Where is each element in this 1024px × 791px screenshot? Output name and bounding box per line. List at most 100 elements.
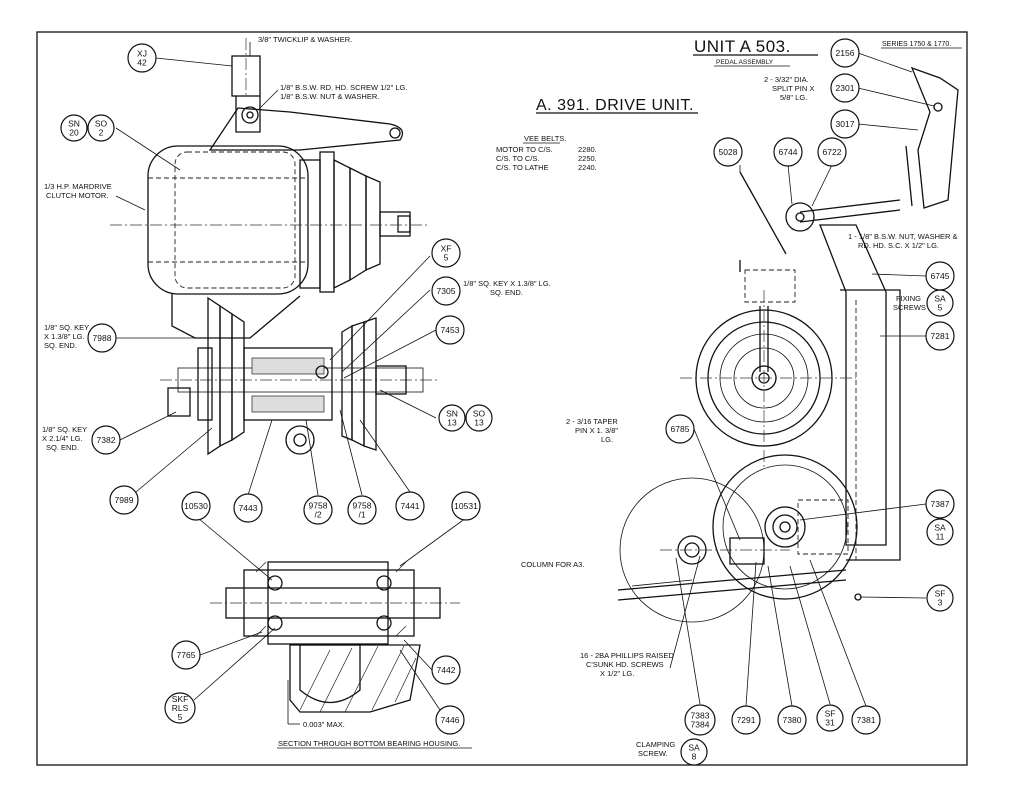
balloon-label: 7381 (857, 715, 876, 725)
balloon-label: SF (825, 709, 836, 719)
balloon-label: SA (934, 523, 946, 533)
balloon-label: 7305 (437, 286, 456, 296)
part-balloon-p7305: 7305 (431, 276, 461, 306)
note-key-7382: 1/8" SQ. KEY (42, 425, 87, 434)
vee-belt-label: C/S. TO LATHE (496, 163, 549, 172)
balloon-label: 5 (178, 712, 183, 722)
note-nut-washer: RD. HD. S.C. X 1/2" LG. (858, 241, 939, 250)
balloon-label: 7281 (931, 331, 950, 341)
part-balloon-p6745: 6745 (925, 261, 955, 291)
note-key-7305: 1/8" SQ. KEY X 1.3/8" LG. (463, 279, 551, 288)
part-balloon-p7387: 7387 (925, 489, 955, 519)
motor-assembly-view (110, 38, 440, 456)
balloon-label: 7446 (441, 715, 460, 725)
note-taper-pin: LG. (601, 435, 613, 444)
balloon-label: RLS (172, 703, 189, 713)
balloon-label: SN (446, 409, 458, 419)
note-column: COLUMN FOR A3. (521, 560, 584, 569)
balloon-label: SF (935, 589, 946, 599)
part-balloon-sa8: SA8 (680, 738, 708, 766)
part-balloon-p6785: 6785 (665, 414, 695, 444)
balloon-label: 7989 (115, 495, 134, 505)
balloon-label: 20 (69, 128, 79, 138)
part-balloon-p10531: 10531 (451, 491, 481, 521)
balloon-label: 7380 (783, 715, 802, 725)
balloon-label: 7765 (177, 650, 196, 660)
part-balloon-p6744: 6744 (773, 137, 803, 167)
section-caption: SECTION THROUGH BOTTOM BEARING HOUSING. (278, 739, 460, 748)
note-phillips: C'SUNK HD. SCREWS (586, 660, 664, 669)
annotations: 3/8" TWICKLIP & WASHER. 1/8" B.S.W. RD. … (42, 35, 958, 758)
balloon-label: 7291 (737, 715, 756, 725)
balloon-label: 9758 (309, 501, 328, 511)
note-phillips: X 1/2" LG. (600, 669, 634, 678)
note-nut: 1/8" B.S.W. NUT & WASHER. (280, 92, 379, 101)
balloon-label: 2 (99, 128, 104, 138)
note-split-pin: 2 - 3/32" DIA. (764, 75, 809, 84)
part-balloon-p7453: 7453 (435, 315, 465, 345)
balloon-label: 10530 (184, 501, 208, 511)
note-key-7988: 1/8" SQ. KEY (44, 323, 89, 332)
balloon-label: SO (95, 119, 108, 129)
part-balloon-p7380: 7380 (777, 705, 807, 735)
part-balloon-p7443: 7443 (233, 493, 263, 523)
balloon-label: 3017 (836, 119, 855, 129)
leader-lines (115, 42, 935, 711)
unit-subtitle: PEDAL ASSEMBLY (716, 59, 774, 66)
part-balloon-p7381: 7381 (851, 705, 881, 735)
note-phillips: 16 - 2BA PHILLIPS RAISED (580, 651, 674, 660)
note-key-7382: SQ. END. (46, 443, 79, 452)
balloon-label: 5 (444, 253, 449, 263)
balloon-label: 2156 (836, 48, 855, 58)
balloon-label: /2 (314, 510, 321, 520)
vee-belt-value: 2240. (578, 163, 597, 172)
part-balloon-p7382: 7382 (91, 425, 121, 455)
note-key-7988: SQ. END. (44, 341, 77, 350)
part-balloon-p6722: 6722 (817, 137, 847, 167)
note-fixing: SCREWS (893, 303, 926, 312)
vee-belt-value: 2280. (578, 145, 597, 154)
balloon-label: XJ (137, 49, 147, 59)
balloon-label: 8 (692, 752, 697, 762)
balloon-label: 5028 (719, 147, 738, 157)
note-key-7988: X 1.3/8" LG. (44, 332, 85, 341)
vee-belts-table: VEE BELTS. MOTOR TO C/S. 2280. C/S. TO C… (496, 134, 597, 172)
balloon-label: SA (688, 743, 700, 753)
note-taper-pin: PIN X 1. 3/8" (575, 426, 618, 435)
balloon-label: 6745 (931, 271, 950, 281)
balloon-label: 5 (938, 303, 943, 313)
part-balloon-p7441: 7441 (395, 491, 425, 521)
part-balloons: XJ42SN20SO2XF57305745379887382SN13SO1379… (60, 38, 955, 766)
vee-belts-heading: VEE BELTS. (524, 134, 566, 143)
balloon-label: SO (473, 409, 486, 419)
vee-belt-value: 2250. (578, 154, 597, 163)
part-balloon-p7281: 7281 (925, 321, 955, 351)
part-balloon-p7291: 7291 (731, 705, 761, 735)
part-balloon-p7446: 7446 (435, 705, 465, 735)
balloon-label: 11 (936, 532, 945, 542)
balloon-label: 7442 (437, 665, 456, 675)
balloon-label: 6722 (823, 147, 842, 157)
series-label: SERIES 1750 & 1770. (882, 41, 951, 48)
part-balloon-p5028: 5028 (713, 137, 743, 167)
note-motor-1: 1/3 H.P. MARDRIVE (44, 182, 112, 191)
pedal-assembly-view (617, 66, 959, 623)
vee-belt-label: MOTOR TO C/S. (496, 145, 553, 154)
part-balloon-p7989: 7989 (109, 485, 139, 515)
balloon-label: 42 (137, 58, 147, 68)
balloon-label: 7384 (691, 720, 710, 730)
balloon-label: 7453 (441, 325, 460, 335)
vee-belt-label: C/S. TO C/S. (496, 154, 539, 163)
part-balloon-sf3: SF3 (926, 584, 954, 612)
balloon-label: 6785 (671, 424, 690, 434)
balloon-label: 7441 (401, 501, 420, 511)
part-balloon-p7442: 7442 (431, 655, 461, 685)
note-split-pin: SPLIT PIN X (772, 84, 814, 93)
